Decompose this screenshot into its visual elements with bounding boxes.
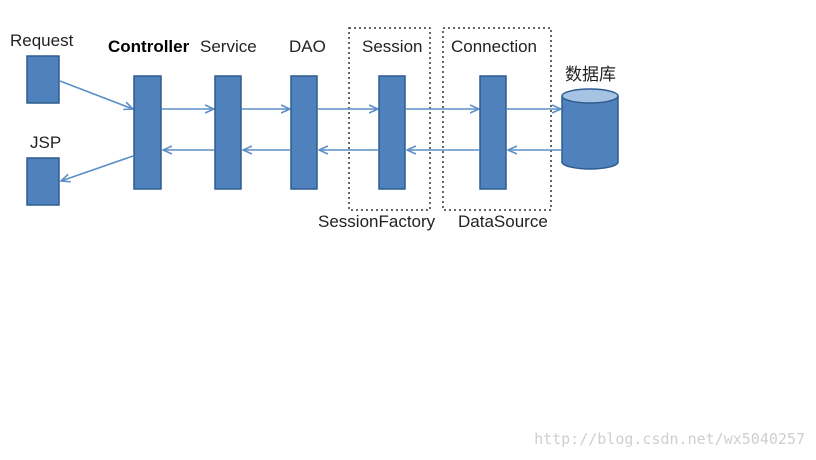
connection-label: Connection (451, 37, 537, 56)
request-box (26, 55, 60, 104)
database-label: 数据库 (565, 65, 616, 84)
service-box (214, 75, 242, 190)
controller-box (133, 75, 162, 190)
service-label: Service (200, 37, 257, 56)
jsp-box (26, 157, 60, 206)
session-factory-label: SessionFactory (318, 212, 436, 231)
database-cylinder-icon (561, 88, 619, 170)
return-arrows (61, 150, 561, 181)
arrow-request-to-controller (59, 80, 133, 109)
watermark: http://blog.csdn.net/wx5040257 (534, 430, 805, 448)
session-factory-group (348, 27, 431, 211)
arrow-controller-to-jsp (61, 155, 134, 181)
forward-arrows (59, 80, 561, 109)
jsp-label: JSP (30, 133, 61, 152)
dao-box (290, 75, 318, 190)
data-source-label: DataSource (458, 212, 548, 231)
component-boxes (26, 55, 507, 206)
request-label: Request (10, 31, 74, 50)
session-box (378, 75, 406, 190)
dao-label: DAO (289, 37, 326, 56)
session-label: Session (362, 37, 422, 56)
connection-box (479, 75, 507, 190)
controller-label: Controller (108, 37, 190, 56)
